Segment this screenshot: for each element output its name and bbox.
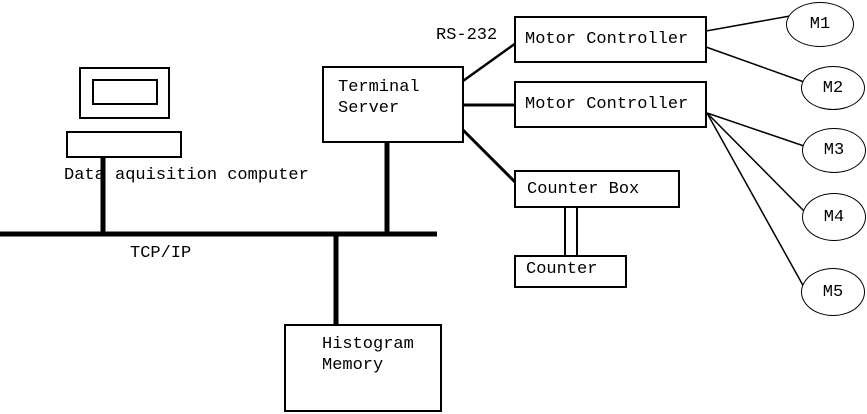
motor-controller-1-label: Motor Controller xyxy=(525,30,689,49)
terminal-server-label: Terminal Server xyxy=(338,77,462,119)
motor-m1-label: M1 xyxy=(809,15,831,34)
link-motor-controller-2-m3 xyxy=(706,112,805,147)
motor-controller-2-box: Motor Controller xyxy=(514,81,707,128)
motor-m2-ellipse: M2 xyxy=(801,66,865,110)
motor-m5-label: M5 xyxy=(822,282,844,302)
rs-232-label: RS-232 xyxy=(436,26,498,45)
motor-m3-ellipse: M3 xyxy=(802,128,866,173)
tcp-ip-label: TCP/IP xyxy=(130,244,192,263)
counter-box-box: Counter Box xyxy=(514,170,680,208)
motor-m4-ellipse: M4 xyxy=(802,193,866,241)
motor-m5-ellipse: M5 xyxy=(801,268,865,316)
terminal-server-label-line2: Server xyxy=(338,99,400,118)
histogram-memory-label-line1: Histogram xyxy=(322,335,414,354)
computer-keyboard-icon xyxy=(66,131,182,158)
counter-label: Counter xyxy=(526,260,598,279)
terminal-server-label-line1: Terminal xyxy=(338,78,420,97)
link-motor-controller-2-m4 xyxy=(706,112,806,213)
motor-controller-1-box: Motor Controller xyxy=(514,16,707,63)
link-motor-controller-1-m2 xyxy=(705,46,805,83)
data-acquisition-computer-label: Data aquisition computer xyxy=(64,166,309,185)
terminal-server-box: Terminal Server xyxy=(322,66,464,143)
link-motor-controller-1-m1 xyxy=(705,15,791,32)
motor-m4-label: M4 xyxy=(823,207,845,227)
computer-screen-icon xyxy=(92,79,158,105)
histogram-memory-box: Histogram Memory xyxy=(284,324,442,412)
link-terminal-server-motor-controller-1 xyxy=(462,41,517,83)
link-terminal-server-counter-box xyxy=(461,128,518,185)
motor-controller-2-label: Motor Controller xyxy=(525,95,689,114)
motor-m1-ellipse: M1 xyxy=(786,2,854,47)
counter-box-small: Counter xyxy=(514,255,627,288)
counter-box-label: Counter Box xyxy=(527,179,640,199)
link-motor-controller-2-m5 xyxy=(706,112,806,290)
motor-m3-label: M3 xyxy=(823,141,845,160)
histogram-memory-label-line2: Memory xyxy=(322,356,384,375)
histogram-memory-label: Histogram Memory xyxy=(322,334,440,376)
motor-m2-label: M2 xyxy=(822,78,844,98)
